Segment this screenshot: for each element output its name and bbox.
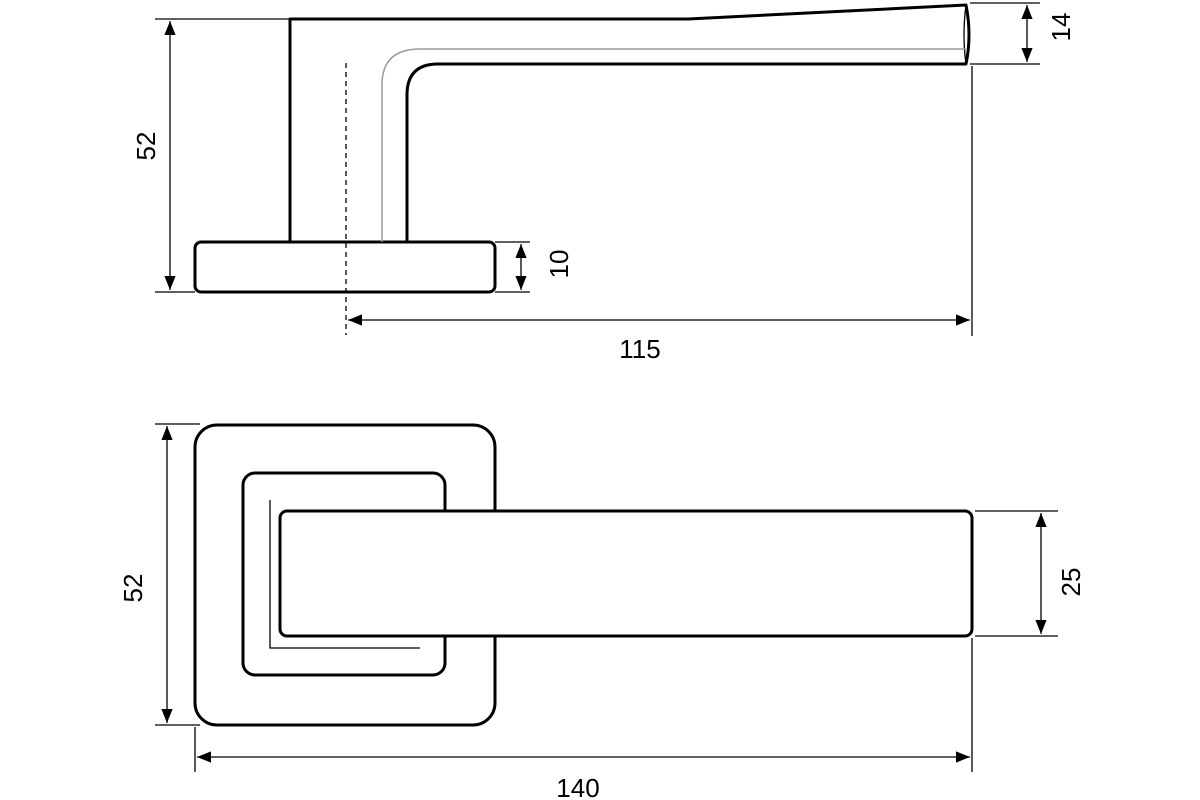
side-projection-label: 115 (619, 334, 660, 364)
side-tip-thickness-label: 14 (1046, 13, 1076, 42)
front-view: 52 25 140 (118, 423, 1086, 800)
side-tip-thickness-dimension: 14 (970, 2, 1076, 65)
side-lever-tip-detail (963, 4, 967, 65)
front-overall-length-label: 140 (556, 773, 599, 800)
side-lever-inner-contour (381, 48, 966, 242)
front-rosette-inner-contour (269, 500, 420, 649)
side-rosette-thickness-label: 10 (544, 250, 574, 279)
front-overall-length-dimension: 140 (194, 638, 973, 800)
side-height-label: 52 (131, 132, 161, 161)
side-rosette-plate (193, 240, 497, 294)
front-lever-width-label: 25 (1056, 568, 1086, 597)
side-height-dimension: 52 (131, 18, 290, 293)
front-lever-width-dimension: 25 (975, 510, 1086, 637)
front-rosette-size-label: 52 (118, 574, 148, 603)
side-projection-dimension: 115 (348, 66, 973, 364)
side-lever-outline (288, 3, 971, 242)
front-rosette-size-dimension: 52 (118, 423, 200, 726)
front-lever-body (278, 509, 974, 638)
side-rosette-thickness-dimension: 10 (495, 241, 574, 293)
side-view: 52 14 10 115 (131, 2, 1076, 364)
